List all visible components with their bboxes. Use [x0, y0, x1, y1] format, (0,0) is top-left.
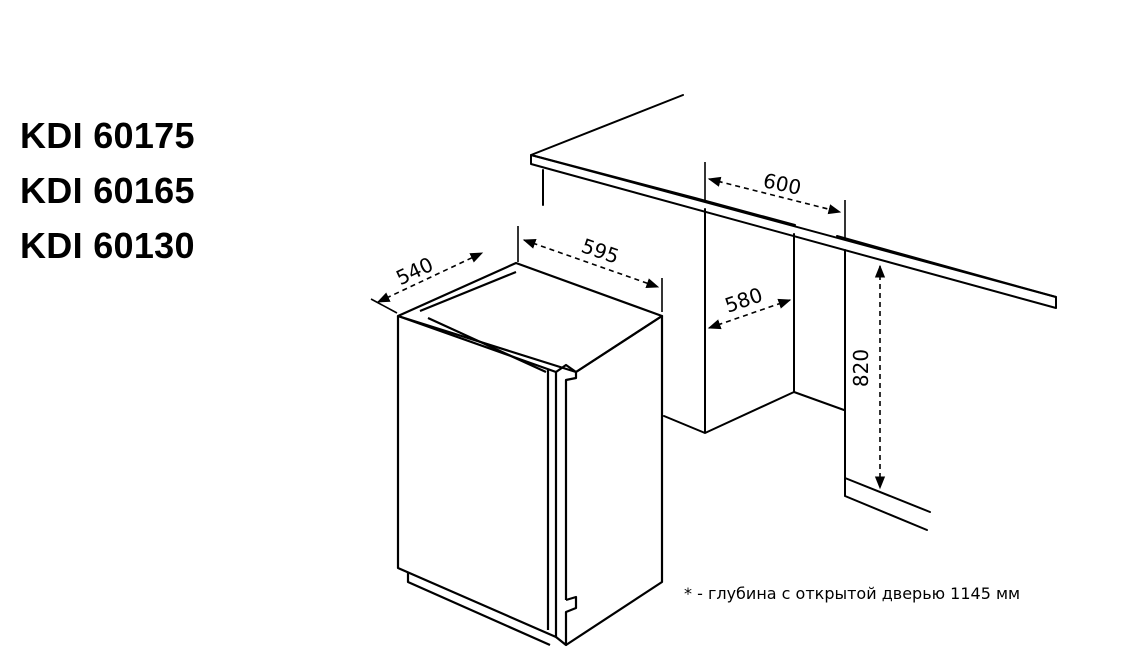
niche-back-wall	[793, 391, 845, 411]
appliance	[396, 261, 664, 647]
open-door-depth-note: * - глубина с открытой дверью 1145 мм	[684, 584, 1021, 603]
appliance-side	[565, 314, 664, 646]
dim-580-label: 580	[722, 282, 766, 317]
dim-600-line	[707, 176, 842, 215]
countertop-front-edge	[530, 154, 1057, 298]
dim-540-ext	[370, 298, 398, 314]
model-name: KDI 60165	[20, 170, 195, 211]
dim-540-line	[376, 252, 484, 303]
dim-595-line	[522, 238, 660, 289]
appliance-top	[396, 261, 664, 374]
kitchen-niche	[530, 94, 1057, 531]
model-list: KDI 60175 KDI 60165 KDI 60130	[20, 108, 195, 273]
dim-820-label: 820	[849, 349, 873, 387]
dim-600-label: 600	[761, 168, 803, 199]
dimension-lines	[370, 162, 886, 490]
appliance-plinth	[406, 572, 551, 647]
model-name: KDI 60130	[20, 225, 195, 266]
door-edge	[546, 363, 578, 647]
model-name: KDI 60175	[20, 115, 195, 156]
dim-595-label: 595	[578, 233, 622, 268]
right-cabinet	[844, 249, 931, 531]
